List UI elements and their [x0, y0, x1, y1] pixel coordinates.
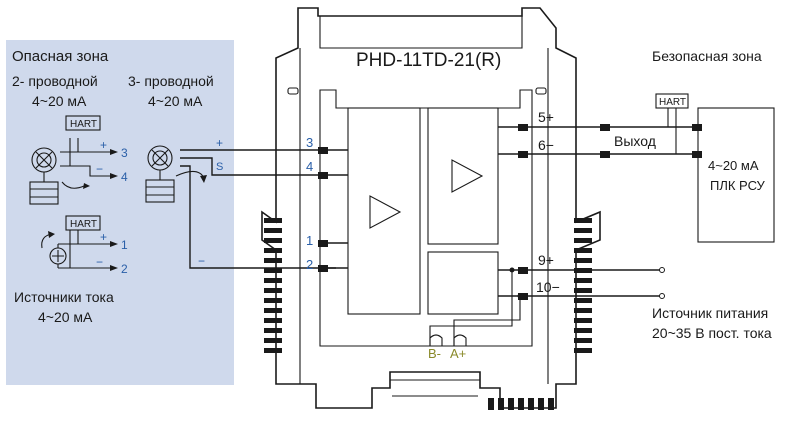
- device-model: PHD-11TD-21(R): [356, 50, 501, 71]
- terminal-5-plus: 5+: [538, 109, 554, 125]
- hart-box-two-wire: [65, 115, 101, 131]
- terminal-9-plus: 9+: [538, 252, 554, 268]
- three-wire-title-line2: 4~20 мА: [148, 93, 203, 109]
- power-terminal-plus: [659, 267, 665, 273]
- two-wire-title-line2: 4~20 мА: [32, 93, 87, 109]
- power-terminal-minus: [659, 293, 665, 299]
- input-wires: [180, 149, 348, 269]
- current-source-minus: −: [96, 255, 103, 269]
- safe-hart-label: HART: [659, 97, 686, 108]
- three-wire-s: S: [216, 161, 223, 173]
- small-terminal-3: 3: [121, 146, 128, 160]
- safe-zone-title: Безопасная зона: [652, 48, 762, 64]
- bus-label-b-minus: B-: [428, 346, 441, 361]
- device-housing: [261, 7, 601, 409]
- hart-label-two-wire: HART: [70, 119, 97, 130]
- small-terminal-2: 2: [121, 262, 128, 276]
- three-wire-title-line1: 3- проводной: [128, 73, 214, 89]
- two-wire-minus: −: [96, 162, 103, 176]
- three-wire-plus: +: [216, 136, 223, 150]
- output-label: Выход: [614, 133, 656, 149]
- power-line1: Источник питания: [652, 305, 768, 321]
- three-wire-minus: −: [198, 254, 205, 268]
- hart-label-current-source: HART: [70, 219, 97, 230]
- left-vent-slots: [264, 218, 282, 353]
- two-wire-transmitter-icon: [29, 147, 59, 205]
- terminal-4: 4: [306, 159, 313, 174]
- current-sources-title-line2: 4~20 мА: [38, 309, 93, 325]
- hart-box-current-source: [65, 215, 101, 231]
- terminal-10-minus: 10−: [536, 279, 560, 295]
- current-source-plus: +: [100, 230, 107, 244]
- terminal-6-minus: 6−: [538, 137, 554, 153]
- output-terminal-blocks: [509, 124, 702, 300]
- plc-box: [697, 107, 775, 243]
- small-terminal-1: 1: [121, 238, 128, 252]
- bottom-vent-slots: [488, 398, 554, 410]
- two-wire-plus: +: [100, 138, 107, 152]
- terminal-3: 3: [306, 135, 313, 150]
- bus-label-a-plus: A+: [450, 346, 466, 361]
- three-wire-transmitter-icon: [145, 145, 207, 203]
- plc-line2: ПЛК РСУ: [710, 178, 766, 193]
- current-source-icon: [41, 230, 118, 271]
- safe-hart-tap: [655, 93, 689, 154]
- small-terminal-4: 4: [121, 170, 128, 184]
- two-wire-title-line1: 2- проводной: [12, 73, 98, 89]
- hazard-zone-title: Опасная зона: [12, 48, 109, 65]
- input-terminal-blocks: [318, 147, 328, 272]
- two-wire-wires: [60, 138, 118, 189]
- plc-line1: 4~20 мА: [708, 158, 759, 173]
- power-line2: 20~35 В пост. тока: [652, 325, 772, 341]
- right-vent-slots: [574, 218, 592, 353]
- hazard-zone-area: [6, 40, 234, 385]
- current-sources-title-line1: Источники тока: [14, 289, 114, 305]
- terminal-2: 2: [306, 257, 313, 272]
- terminal-1: 1: [306, 233, 313, 248]
